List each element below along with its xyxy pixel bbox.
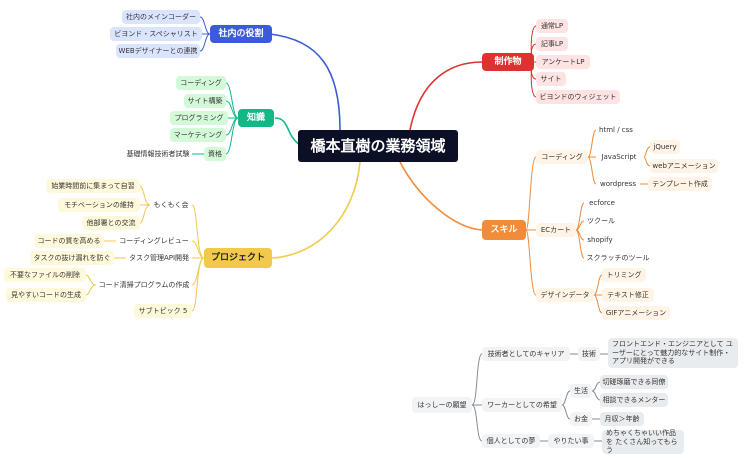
knowledge-item-marketing[interactable]: マーケティング	[170, 128, 226, 142]
skill-design-data[interactable]: デザインデータ	[536, 288, 594, 302]
ec-shopify[interactable]: shopify	[587, 235, 613, 244]
task-item-prevent-omission[interactable]: タスクの抜け漏れを防ぐ	[30, 251, 114, 265]
branch-skill[interactable]: スキル	[482, 220, 526, 240]
branch-deliverables[interactable]: 制作物	[482, 53, 534, 71]
design-trimming[interactable]: トリミング	[602, 268, 646, 282]
knowledge-qualification[interactable]: 資格	[204, 147, 226, 161]
deliverable-normal-lp[interactable]: 通常LP	[536, 19, 568, 33]
branch-knowledge[interactable]: 知識	[238, 109, 274, 127]
life-peers[interactable]: 切磋琢磨できる同僚	[600, 375, 668, 389]
deliverable-beyond-widget[interactable]: ビヨンドのウィジェット	[536, 90, 620, 104]
life-mentor[interactable]: 相談できるメンター	[600, 393, 668, 407]
project-subtopic-5[interactable]: サブトピック 5	[134, 304, 192, 318]
knowledge-item-coding[interactable]: コーディング	[176, 76, 226, 90]
role-item-designer-collab[interactable]: WEBデザイナーとの連携	[116, 44, 200, 58]
project-task-api[interactable]: タスク管理API開発	[128, 253, 190, 262]
cleanup-item-delete[interactable]: 不要なファイルの削除	[4, 268, 86, 282]
deliverable-survey-lp[interactable]: アンケートLP	[536, 55, 590, 69]
knowledge-item-programming[interactable]: プログラミング	[170, 111, 228, 125]
vision-root[interactable]: はっしーの願望	[412, 397, 472, 413]
branch-project[interactable]: プロジェクト	[204, 248, 272, 268]
js-web-animation[interactable]: webアニメーション	[650, 159, 718, 173]
ec-tsukuru[interactable]: ツクール	[587, 216, 615, 225]
project-code-cleanup[interactable]: コード清掃プログラムの作成	[98, 280, 190, 289]
ec-ecforce[interactable]: ecforce	[589, 198, 615, 207]
worker-life[interactable]: 生活	[570, 384, 592, 398]
coding-javascript[interactable]: JavaScript	[601, 152, 637, 161]
coding-html-css[interactable]: html / css	[599, 125, 633, 134]
coding-wordpress[interactable]: wordpress	[600, 179, 636, 188]
design-text-edit[interactable]: テキスト修正	[602, 288, 654, 302]
central-topic[interactable]: 橋本直樹の業務領域	[298, 130, 458, 162]
skill-coding[interactable]: コーディング	[536, 150, 588, 164]
dream-want[interactable]: やりたい事	[548, 434, 594, 448]
project-code-review[interactable]: コーディングレビュー	[119, 236, 189, 245]
knowledge-item-site-building[interactable]: サイト構築	[184, 94, 226, 108]
vision-worker[interactable]: ワーカーとしての希望	[482, 398, 562, 412]
branch-role[interactable]: 社内の役割	[210, 25, 272, 43]
skill-ec-cart[interactable]: ECカート	[536, 223, 576, 237]
worker-money[interactable]: お金	[570, 412, 592, 426]
review-item-quality[interactable]: コードの質を高める	[34, 234, 104, 248]
wp-template[interactable]: テンプレート作成	[648, 177, 712, 191]
career-tech-goal[interactable]: フロントエンド・エンジニアとして ユーザーにとって魅力的なサイト制作・アプリ開発…	[608, 338, 738, 368]
deliverable-article-lp[interactable]: 記事LP	[536, 37, 568, 51]
project-mokumoku[interactable]: もくもく会	[153, 200, 189, 209]
deliverable-site[interactable]: サイト	[536, 72, 566, 86]
role-item-main-coder[interactable]: 社内のメインコーダー	[122, 10, 200, 24]
vision-career[interactable]: 技術者としてのキャリア	[482, 347, 570, 361]
design-gif-animation[interactable]: GIFアニメーション	[602, 306, 670, 320]
dream-want-goal[interactable]: めちゃくちゃいい作品を たくさん知ってもらう	[602, 429, 684, 454]
mokumoku-item-interaction[interactable]: 他部署との交流	[82, 216, 140, 230]
role-item-beyond-specialist[interactable]: ビヨンド・スペシャリスト	[110, 27, 202, 41]
mokumoku-item-motivation[interactable]: モチベーションの維持	[58, 198, 140, 212]
mokumoku-item-study[interactable]: 始業時間前に集まって自習	[46, 179, 140, 193]
ec-scratch-tool[interactable]: スクラッチのツール	[586, 253, 650, 262]
money-goal[interactable]: 月収＞年齢	[600, 412, 644, 426]
js-jquery[interactable]: jQuery	[650, 140, 680, 154]
career-tech[interactable]: 技術	[578, 347, 600, 361]
cleanup-item-readable[interactable]: 見やすいコードの生成	[6, 288, 86, 302]
vision-dream[interactable]: 個人としての夢	[482, 434, 540, 448]
qualification-item[interactable]: 基礎情報技術者試験	[126, 149, 190, 158]
